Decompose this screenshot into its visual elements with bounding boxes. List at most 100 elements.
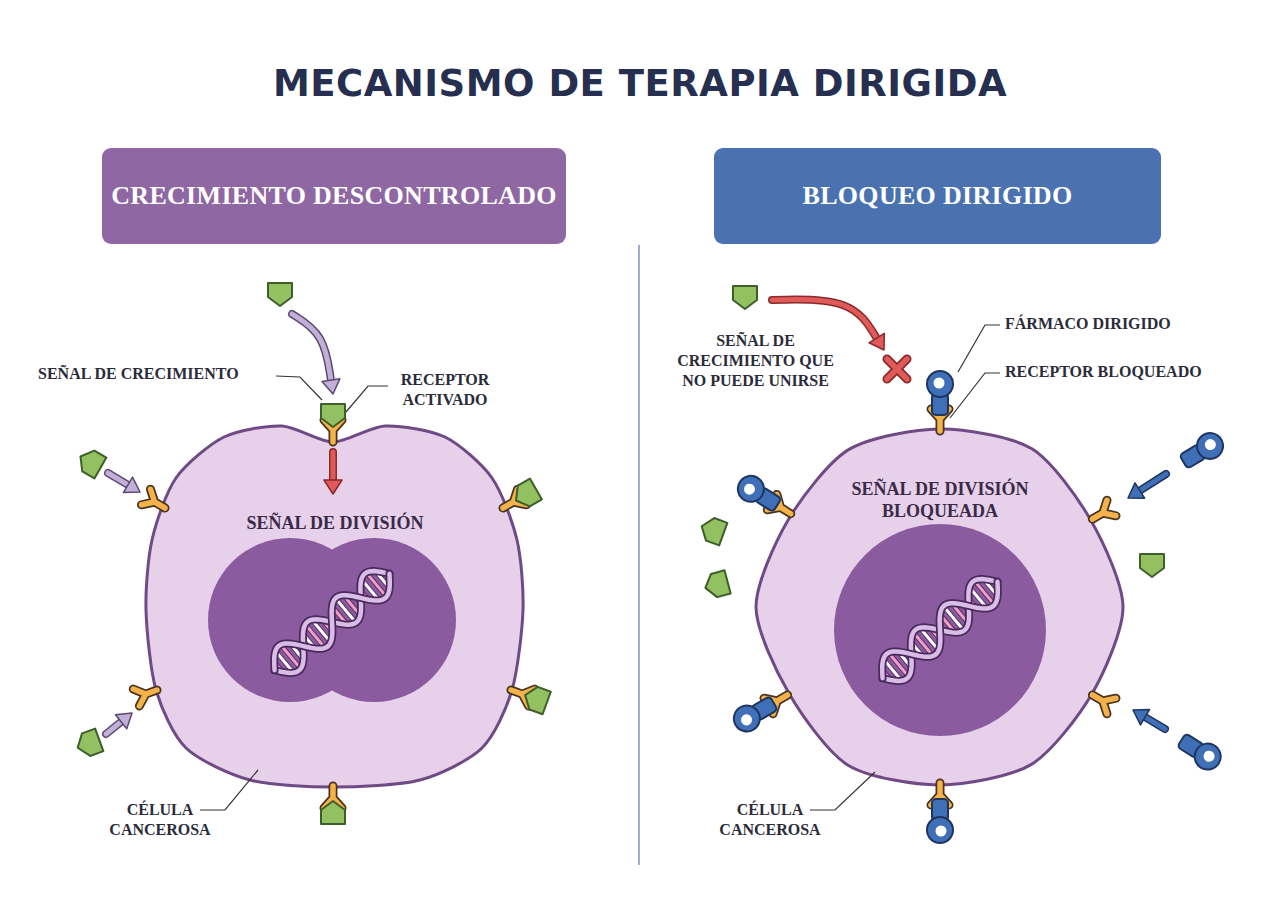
dna-rung xyxy=(300,646,306,647)
arrow-outline xyxy=(108,473,128,485)
dna-rung xyxy=(963,605,969,612)
receptor-fill xyxy=(324,786,342,808)
drug-head-core xyxy=(1201,749,1216,764)
dna-rung xyxy=(332,606,347,624)
callout-label: FÁRMACO DIRIGIDO xyxy=(1005,314,1245,334)
growth-signal xyxy=(510,479,542,511)
dna-rung xyxy=(969,587,987,608)
receptor-outline xyxy=(499,489,527,516)
dna-rung xyxy=(940,614,955,632)
receptor-outline xyxy=(931,783,949,805)
dna-rung xyxy=(898,652,911,668)
targeted-drug xyxy=(927,799,953,843)
dna-rung xyxy=(274,662,282,672)
dna-rung xyxy=(889,653,909,677)
receptor-fill xyxy=(324,420,342,442)
drug-body xyxy=(1179,444,1206,469)
signal-arrow xyxy=(1133,709,1165,729)
dna-rung xyxy=(275,651,293,673)
dna-rung xyxy=(332,619,335,623)
growth-signal xyxy=(321,404,345,427)
growth-signal xyxy=(74,446,106,478)
nucleus-lobe xyxy=(292,538,456,702)
dna-rung xyxy=(913,632,933,656)
dna-rung xyxy=(909,654,913,655)
dna-rung xyxy=(911,642,923,656)
receptor xyxy=(927,783,953,843)
growth-signal xyxy=(74,729,104,759)
arrow-outline xyxy=(106,722,121,734)
leader-line xyxy=(200,770,258,810)
arrow-head xyxy=(322,379,340,394)
receptor xyxy=(1088,500,1116,527)
growth-signal xyxy=(268,283,292,306)
dna-strand xyxy=(264,562,399,683)
growth-signal-shape xyxy=(1140,554,1164,577)
arrow-outline xyxy=(329,452,337,480)
dna-rung xyxy=(360,590,368,599)
arrow-shaft xyxy=(331,452,336,480)
dna-rung xyxy=(343,595,360,615)
dna-rung xyxy=(366,573,386,597)
arrow-shaft xyxy=(772,299,877,338)
dna-rung xyxy=(281,645,301,669)
dna-rung xyxy=(322,620,332,632)
dna-rung xyxy=(303,634,315,648)
dna-strand xyxy=(872,570,1007,691)
receptor-fill xyxy=(141,489,169,516)
drug-head xyxy=(927,371,953,397)
header-text: BLOQUEO DIRIGIDO xyxy=(803,181,1073,211)
dna-rung xyxy=(974,581,994,605)
dna-rung xyxy=(930,628,940,640)
receptor-fill xyxy=(1088,687,1116,714)
dna-rung xyxy=(984,579,998,596)
dna-strand xyxy=(872,570,1007,691)
receptor xyxy=(321,404,345,442)
dna-rung xyxy=(969,587,987,608)
panel-header: CRECIMIENTO DESCONTROLADO xyxy=(102,148,566,244)
dna-rung xyxy=(920,628,939,651)
dna-rung xyxy=(290,644,303,660)
cell-membrane xyxy=(756,429,1123,785)
receptor-outline xyxy=(133,682,160,706)
arrow-shaft xyxy=(106,722,121,734)
cell-membrane xyxy=(146,426,523,787)
cell-text: SEÑAL DE DIVISIÓN BLOQUEADA xyxy=(832,479,1048,522)
growth-signal xyxy=(321,801,345,824)
dna-rung xyxy=(930,628,940,640)
dna-rung xyxy=(898,652,911,668)
blocked-mark-outline xyxy=(887,359,907,379)
arrow-outline xyxy=(1140,474,1166,491)
dna-rung xyxy=(332,619,335,623)
dna-rung xyxy=(944,606,965,630)
arrow-head xyxy=(123,477,140,492)
dna-rung xyxy=(913,632,933,656)
blocked-mark xyxy=(887,359,907,379)
dna-rung xyxy=(376,571,390,588)
drug-head-core xyxy=(742,482,757,497)
targeted-drug xyxy=(927,371,953,415)
drug-head-core xyxy=(739,712,754,727)
panel-divider xyxy=(638,245,640,865)
dna-rung xyxy=(882,670,890,680)
signal-arrow xyxy=(292,314,340,394)
dna-rung xyxy=(968,598,976,607)
callout-label: RECEPTOR ACTIVADO xyxy=(385,370,505,410)
dna-rung xyxy=(305,624,325,648)
dna-strand xyxy=(264,562,399,683)
leader-line xyxy=(276,376,322,400)
arrow-head xyxy=(324,480,342,494)
receptor xyxy=(141,489,169,516)
receptor-outline xyxy=(324,420,342,442)
cancer-cell: SEÑAL DE DIVISIÓN BLOQUEADA xyxy=(750,415,1130,800)
dna-rung xyxy=(336,598,357,622)
callout-label: RECEPTOR BLOQUEADO xyxy=(1005,362,1245,382)
dna-rung xyxy=(336,598,357,622)
arrow-head xyxy=(869,333,884,350)
dna-rung xyxy=(883,659,901,681)
drug-body xyxy=(1177,733,1204,758)
arrow-outline xyxy=(1145,717,1165,729)
dna-rung xyxy=(951,603,968,623)
dna-helix xyxy=(264,562,399,683)
